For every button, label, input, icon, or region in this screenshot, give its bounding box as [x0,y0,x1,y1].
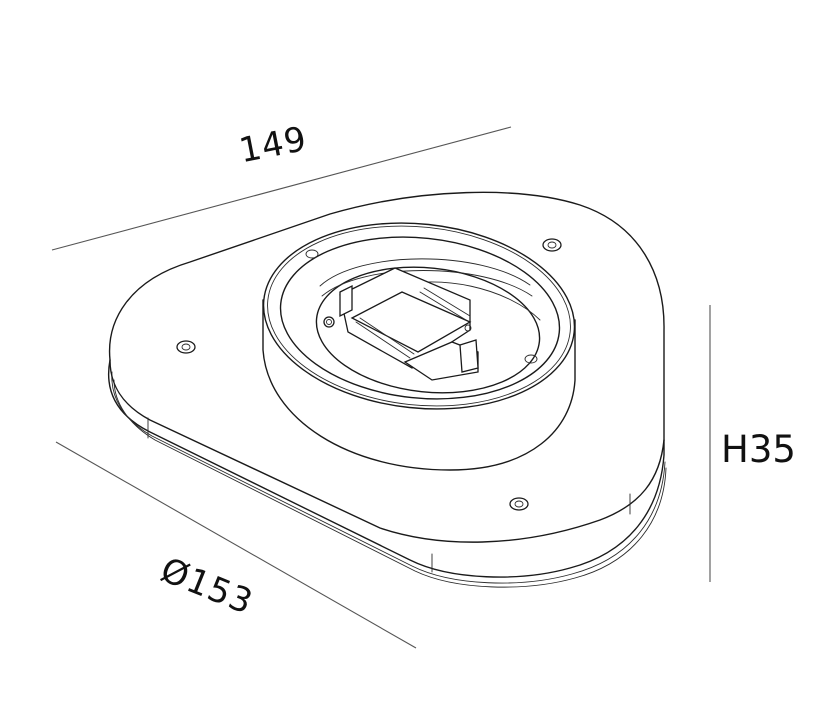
width-dimension-line [51,126,512,251]
diameter-dimension-line [55,441,417,649]
rim-hole-icon [524,354,538,364]
base-screw-icon [542,238,562,252]
base-screw-icon [509,497,529,511]
lamp-base [108,191,667,588]
height-dimension-label: H35 [721,428,796,471]
base-screw-icon [176,340,196,354]
socket-collar [262,222,576,471]
mounting-bracket [323,267,479,381]
rim-hole-icon [305,249,319,259]
